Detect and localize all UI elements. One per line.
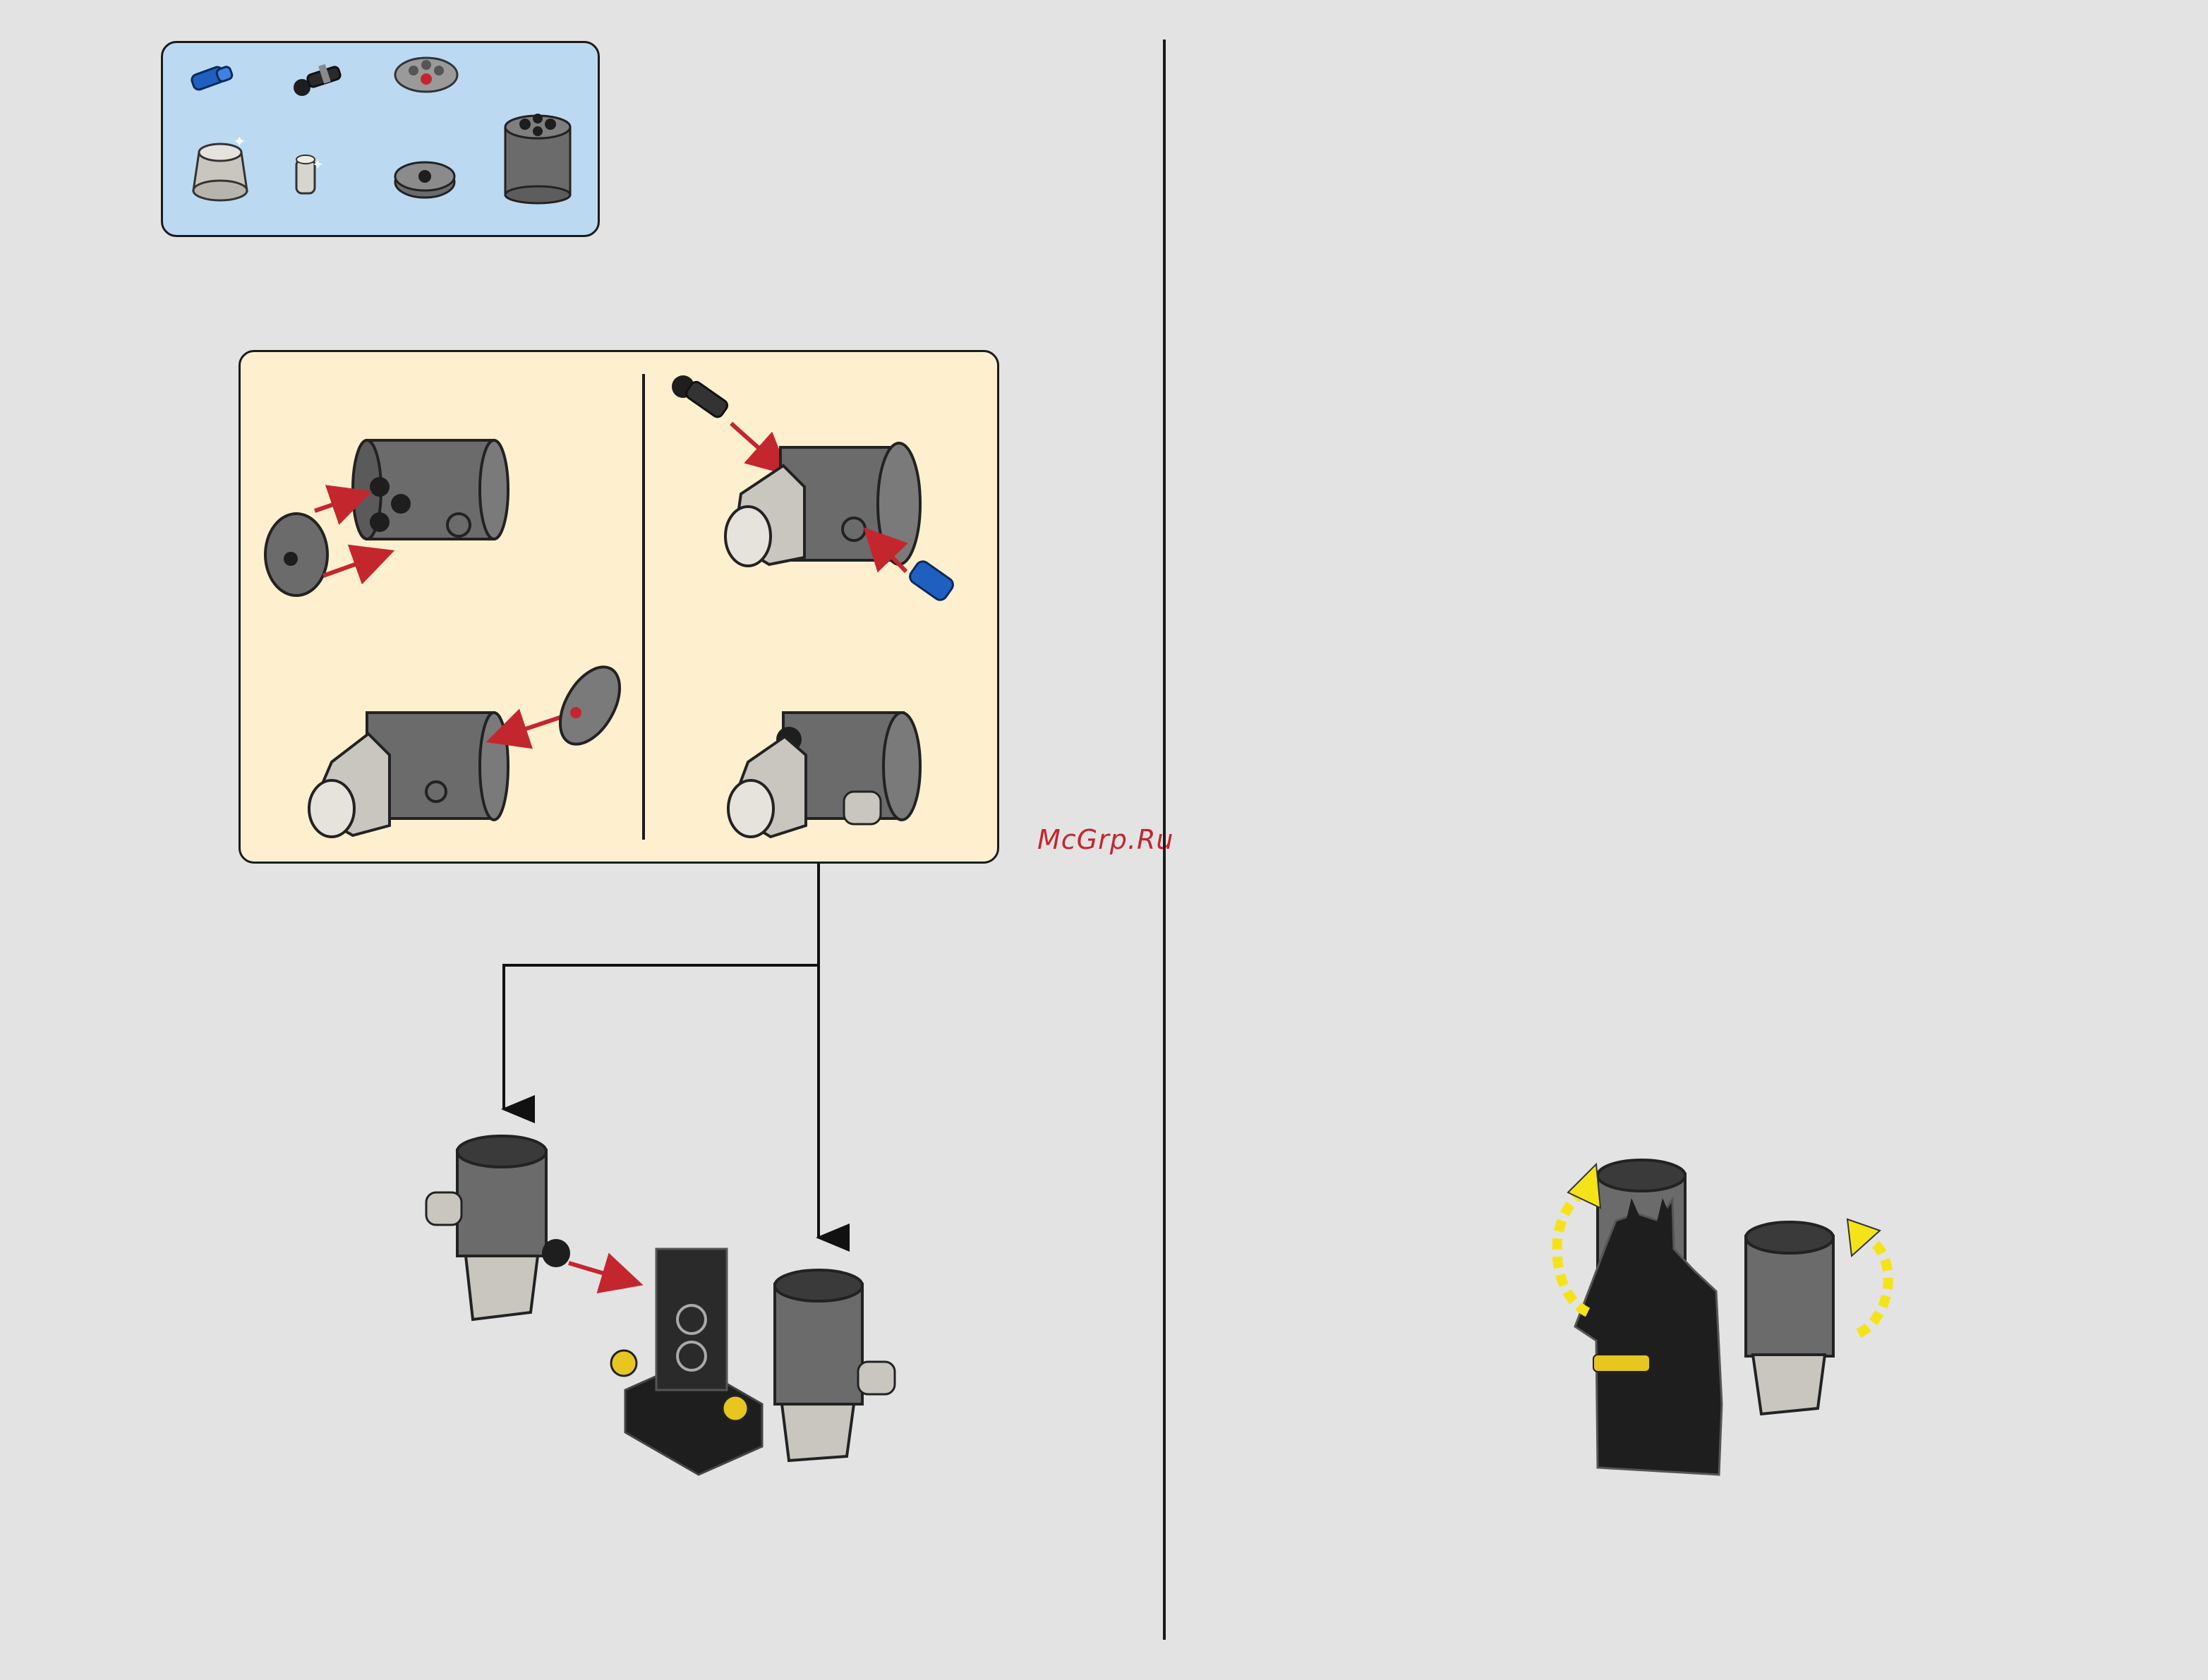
minifig-with-jetpack-icon (1557, 1160, 1888, 1475)
rotate-arrow-icon (1847, 1219, 1888, 1334)
